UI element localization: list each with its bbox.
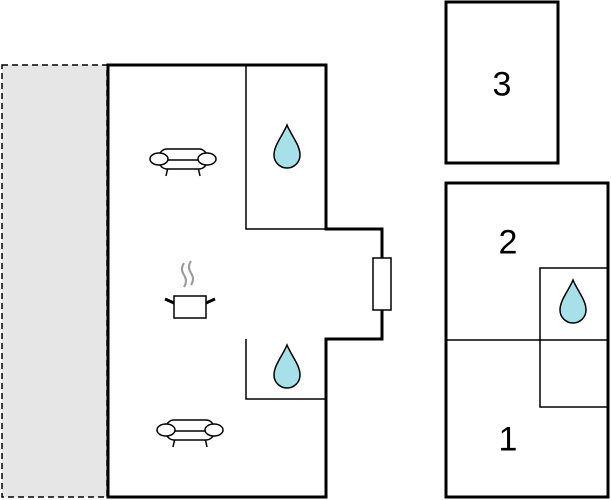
room-label-2: 2 (498, 223, 518, 262)
water-drop-icon (273, 122, 301, 169)
room-label-3: 3 (492, 65, 512, 104)
bathroom-lower-walls (245, 339, 326, 400)
terrace-area (1, 64, 108, 498)
cooking-pot-icon (164, 260, 216, 319)
sofa-icon (156, 419, 224, 448)
bathroom-upper-walls (245, 65, 326, 230)
water-drop-icon (559, 277, 587, 324)
water-drop-icon (273, 342, 301, 389)
main-house-outline (106, 63, 384, 499)
building-3-outline (444, 0, 560, 165)
sofa-icon (149, 148, 217, 177)
room-label-1: 1 (498, 420, 518, 459)
window-icon (372, 257, 392, 311)
bathroom-right (539, 267, 609, 408)
